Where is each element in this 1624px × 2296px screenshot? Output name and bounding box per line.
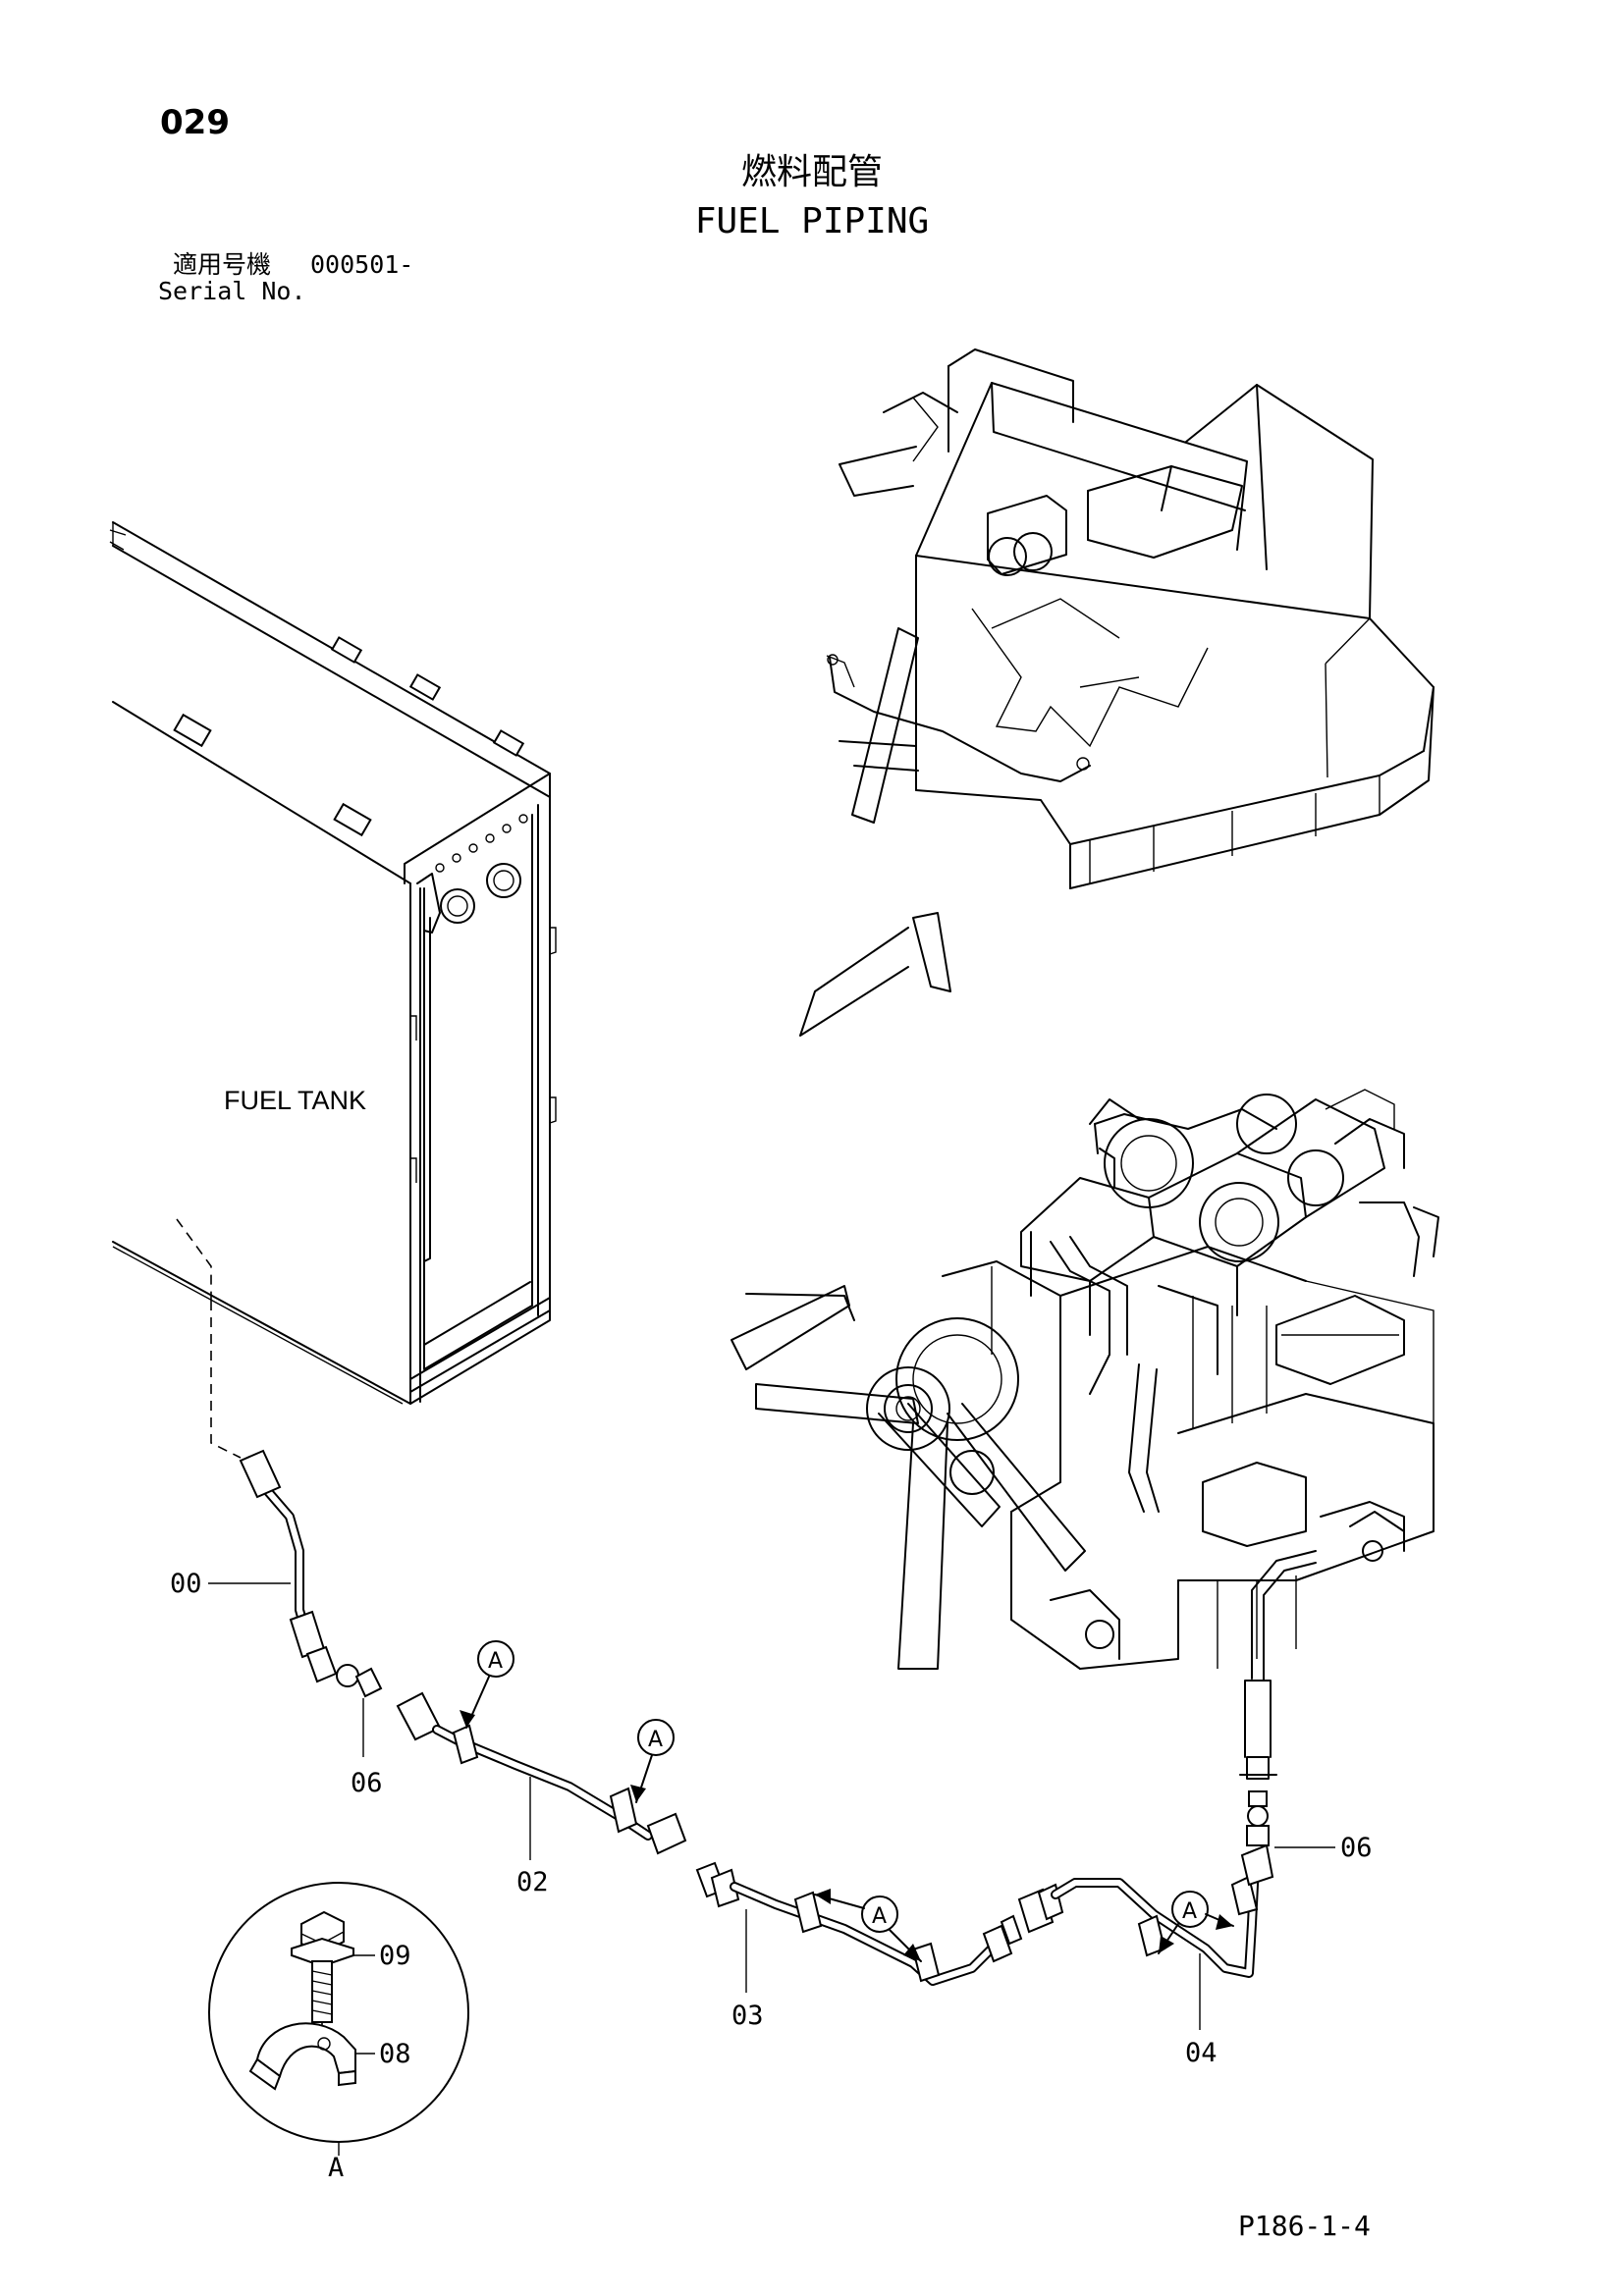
serial-range: 000501- — [310, 250, 414, 279]
callout-06-left: 06 — [351, 1768, 383, 1798]
callout-00: 00 — [170, 1569, 202, 1599]
svg-text:A: A — [488, 1649, 503, 1674]
detail-a-view — [208, 1882, 469, 2156]
drawing-code: P186-1-4 — [1238, 2210, 1371, 2242]
callout-03: 03 — [731, 2001, 764, 2031]
callout-02: 02 — [516, 1867, 549, 1897]
fuel-piping-lines: A A A A — [210, 1301, 1274, 1986]
callout-08: 08 — [379, 2039, 411, 2069]
clamp-marker-4: A — [1158, 1891, 1234, 1954]
clamp-marker-1: A — [460, 1640, 514, 1729]
fuel-tank-illustration — [109, 521, 557, 1405]
svg-text:A: A — [872, 1904, 887, 1929]
fuel-tank-label: FUEL TANK — [224, 1086, 367, 1115]
page-number: 029 — [160, 103, 230, 142]
clamp-marker-2: A — [630, 1719, 675, 1803]
callout-leaders — [208, 1582, 1335, 2055]
svg-text:A: A — [648, 1728, 663, 1752]
svg-text:A: A — [1182, 1899, 1197, 1924]
callout-09: 09 — [379, 1941, 411, 1971]
serial-label-japanese: 適用号機 — [173, 250, 272, 279]
page-title-japanese: 燃料配管 — [740, 152, 883, 192]
clamp-marker-3: A — [814, 1889, 922, 1962]
serial-label: Serial No. — [158, 277, 306, 305]
machine-frame-illustration — [826, 348, 1435, 889]
engine-illustration — [731, 912, 1439, 1780]
detail-a-label: A — [328, 2153, 345, 2183]
page-title: FUEL PIPING — [694, 201, 930, 241]
callout-04: 04 — [1185, 2038, 1218, 2068]
callout-06-right: 06 — [1340, 1833, 1373, 1863]
